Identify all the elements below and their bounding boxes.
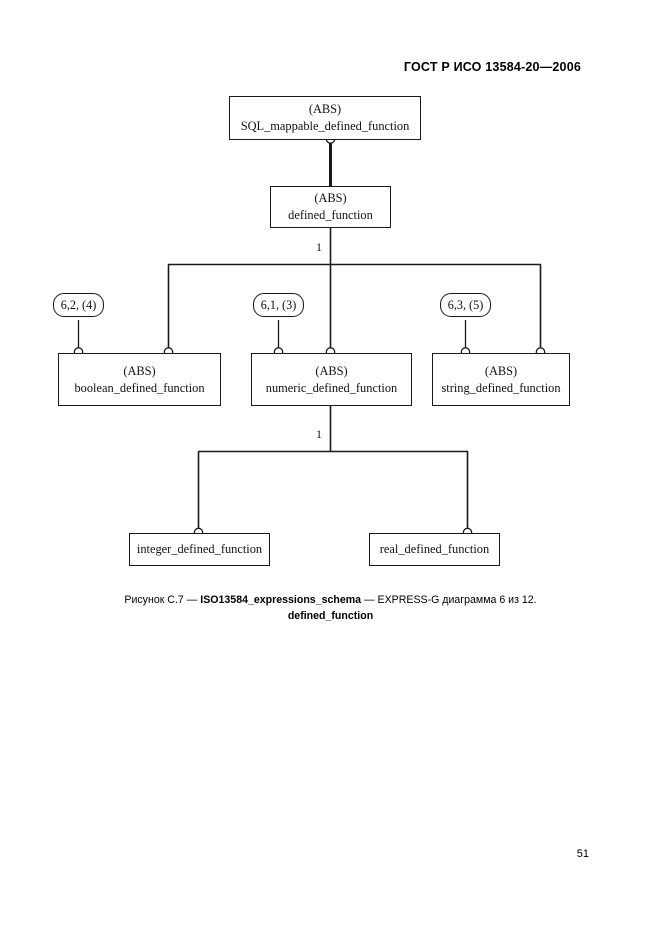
entity-abstract-tag: (ABS) [314, 191, 347, 206]
entity-name-defined-function: defined_function [288, 208, 373, 222]
page-header-standard-title: ГОСТ Р ИСО 13584-20—2006 [403, 60, 581, 74]
page-reference-label: 6,1, (3) [260, 297, 297, 312]
figure-caption-line1: Рисунок С.7 — ISO13584_expressions_schem… [0, 592, 661, 608]
figure-caption-separator: — [361, 594, 378, 606]
entity-box-defined-function[interactable]: (ABS) defined_function [270, 186, 391, 228]
entity-box-integer-defined-function[interactable]: integer_defined_function [129, 533, 270, 566]
entity-name-numeric-defined-function: numeric_defined_function [265, 380, 398, 395]
page-number: 51 [576, 848, 589, 860]
entity-name-integer-defined-function: integer_defined_function [136, 542, 263, 557]
page-reference-label: 6,2, (4) [60, 297, 97, 312]
figure-caption-label: Рисунок С.7 — [124, 594, 201, 606]
entity-box-sql-mappable-defined-function[interactable]: (ABS) SQL_mappable_defined_function [229, 96, 421, 140]
page-reference-label: 6,3, (5) [447, 297, 484, 312]
express-g-diagram: 1 1 (ABS) SQL_mappable_defined_function … [53, 96, 570, 566]
figure-caption-description: EXPRESS-G диаграмма 6 из 12. [377, 594, 537, 606]
entity-name-boolean-defined-function: boolean_defined_function [74, 380, 205, 395]
entity-abstract-tag: (ABS) [123, 363, 156, 378]
page-reference-oval-string[interactable]: 6,3, (5) [440, 293, 491, 317]
entity-box-boolean-defined-function[interactable]: (ABS) boolean_defined_function [58, 353, 221, 406]
entity-name-sql-mappable-defined-function: SQL_mappable_defined_function [240, 119, 410, 133]
entity-box-string-defined-function[interactable]: (ABS) string_defined_function [432, 353, 570, 406]
figure-caption-schema-name: ISO13584_expressions_schema [200, 594, 362, 606]
entity-abstract-tag: (ABS) [315, 363, 348, 378]
entity-abstract-tag: (ABS) [484, 363, 518, 378]
page-reference-oval-numeric[interactable]: 6,1, (3) [253, 293, 304, 317]
entity-name-real-defined-function: real_defined_function [379, 542, 490, 557]
entity-abstract-tag: (ABS) [308, 102, 342, 117]
entity-box-numeric-defined-function[interactable]: (ABS) numeric_defined_function [251, 353, 412, 406]
entity-name-string-defined-function: string_defined_function [441, 380, 561, 395]
page-reference-oval-boolean[interactable]: 6,2, (4) [53, 293, 104, 317]
cardinality-label-level1: 1 [316, 240, 322, 254]
figure-caption-subject: defined_function [287, 610, 374, 623]
cardinality-label-level2: 1 [316, 427, 322, 441]
entity-box-real-defined-function[interactable]: real_defined_function [369, 533, 500, 566]
figure-caption: Рисунок С.7 — ISO13584_expressions_schem… [0, 592, 661, 625]
